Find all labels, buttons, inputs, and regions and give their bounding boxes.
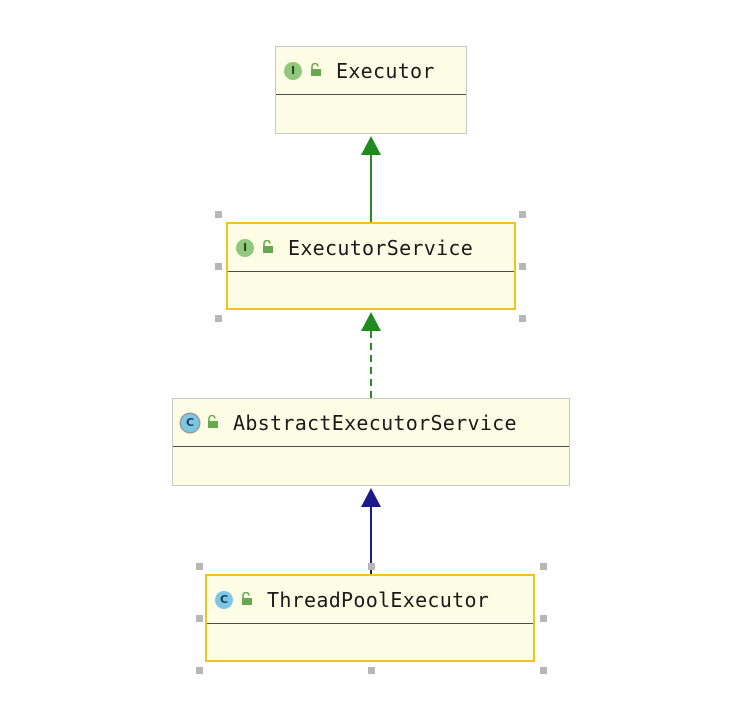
resize-handle[interactable] <box>196 667 203 674</box>
node-threadpoolexecutor[interactable]: C ThreadPoolExecutor <box>205 574 535 662</box>
arrowhead-executor <box>361 136 381 155</box>
node-name: AbstractExecutorService <box>233 410 517 435</box>
node-abstractexecutorservice[interactable]: C AbstractExecutorService <box>172 398 570 486</box>
node-header: I ExecutorService <box>228 224 514 272</box>
resize-handle[interactable] <box>519 315 526 322</box>
resize-handle[interactable] <box>368 667 375 674</box>
resize-handle[interactable] <box>215 211 222 218</box>
resize-handle[interactable] <box>519 211 526 218</box>
node-executorservice[interactable]: I ExecutorService <box>226 222 516 310</box>
lock-icon <box>207 413 219 432</box>
resize-handle[interactable] <box>540 563 547 570</box>
resize-handle[interactable] <box>215 263 222 270</box>
node-executor[interactable]: I Executor <box>275 46 467 134</box>
resize-handle[interactable] <box>215 315 222 322</box>
resize-handle[interactable] <box>368 563 375 570</box>
resize-handle[interactable] <box>540 615 547 622</box>
node-header: C AbstractExecutorService <box>173 399 569 447</box>
lock-icon <box>241 590 253 609</box>
node-header: C ThreadPoolExecutor <box>207 576 533 624</box>
lock-icon <box>262 238 274 257</box>
node-name: ExecutorService <box>288 235 474 260</box>
node-name: ThreadPoolExecutor <box>267 587 490 612</box>
resize-handle[interactable] <box>519 263 526 270</box>
node-name: Executor <box>336 58 435 83</box>
arrowhead-abstract <box>361 488 381 507</box>
arrowhead-executorservice <box>361 312 381 331</box>
interface-icon: I <box>284 61 302 80</box>
node-header: I Executor <box>276 47 466 95</box>
lock-icon <box>310 61 322 80</box>
resize-handle[interactable] <box>196 615 203 622</box>
abstract-class-icon: C <box>181 413 199 432</box>
interface-icon: I <box>236 238 254 257</box>
class-icon: C <box>215 590 233 609</box>
resize-handle[interactable] <box>196 563 203 570</box>
resize-handle[interactable] <box>540 667 547 674</box>
